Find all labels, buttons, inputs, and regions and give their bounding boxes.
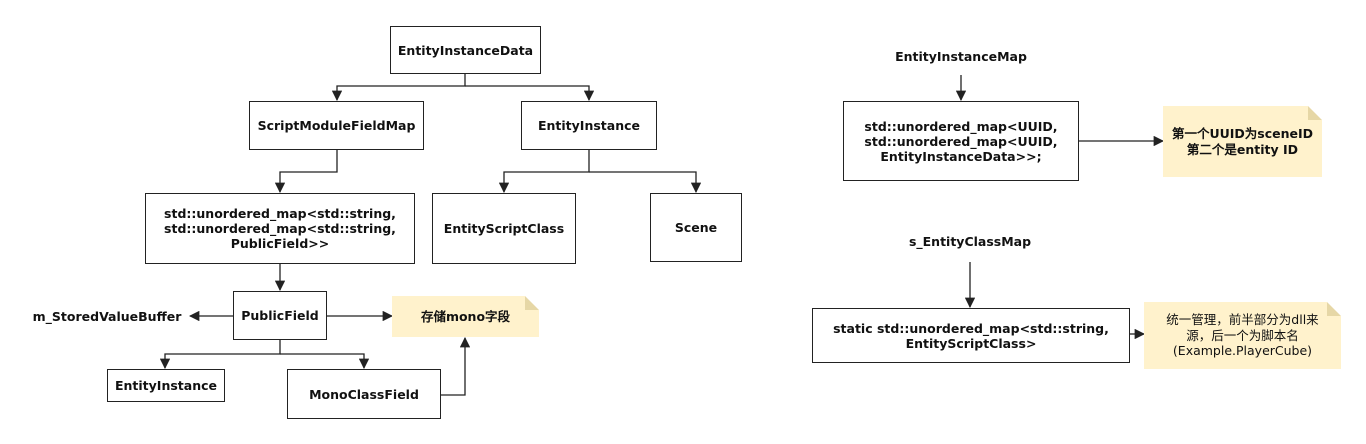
uuid-note-text: 第一个UUID为sceneID 第二个是entity ID (1171, 125, 1314, 157)
entity-instance-map-type-text: std::unordered_map<UUID, std::unordered_… (864, 118, 1058, 164)
public-field-box: PublicField (233, 291, 327, 340)
script-module-field-map-box: ScriptModuleFieldMap (249, 101, 424, 150)
field-map-type-text: std::unordered_map<std::string, std::uno… (164, 206, 396, 251)
entity-instance-map-label: EntityInstanceMap (895, 48, 1027, 64)
edge-fieldmap-to-maptype (274, 150, 338, 194)
edge-publicfield-to-instance (159, 340, 281, 370)
entity-script-class-box: EntityScriptClass (432, 193, 576, 264)
entity-instance-map-type-box: std::unordered_map<UUID, std::unordered_… (843, 101, 1079, 181)
edge-data-to-fieldmap (331, 74, 466, 102)
entity-instance-data-box: EntityInstanceData (390, 26, 541, 74)
mono-class-field-box: MonoClassField (287, 369, 441, 419)
edge-instance-to-scriptclass (498, 150, 590, 194)
mono-field-storage-note: 存储mono字段 (392, 296, 539, 337)
entity-instance-box: EntityInstance (521, 101, 657, 150)
edge-instance-to-scene (589, 171, 702, 194)
edge-publicfield-to-monofield (280, 353, 370, 370)
entity-class-map-label: s_EntityClassMap (908, 233, 1032, 249)
edge-data-to-instance (465, 85, 595, 102)
scene-box: Scene (650, 193, 742, 262)
uuid-note: 第一个UUID为sceneID 第二个是entity ID (1163, 106, 1322, 177)
edge-monofield-to-note (441, 336, 471, 396)
m-stored-value-buffer-label: m_StoredValueBuffer (32, 308, 182, 324)
class-map-note-text: 统一管理，前半部分为dll来 源，后一个为脚本名 (Example.Player… (1166, 312, 1319, 359)
entity-instance-child-box: EntityInstance (107, 369, 225, 402)
entity-class-map-type-box: static std::unordered_map<std::string, E… (812, 308, 1130, 363)
entity-class-map-type-text: static std::unordered_map<std::string, E… (833, 320, 1109, 351)
field-map-type-box: std::unordered_map<std::string, std::uno… (145, 193, 415, 264)
class-map-note: 统一管理，前半部分为dll来 源，后一个为脚本名 (Example.Player… (1144, 302, 1341, 369)
